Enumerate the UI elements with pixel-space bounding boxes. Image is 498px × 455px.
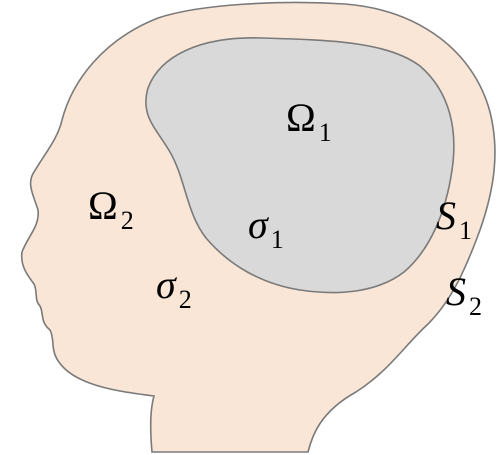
omega1-symbol: Ω bbox=[286, 95, 316, 140]
omega2-symbol: Ω bbox=[88, 183, 118, 228]
s2-symbol: S bbox=[446, 269, 466, 314]
s2-subscript: 2 bbox=[469, 292, 482, 321]
sigma2-symbol: σ bbox=[156, 262, 176, 307]
sigma1-subscript: 1 bbox=[270, 225, 284, 254]
s1-subscript: 1 bbox=[459, 216, 472, 245]
sigma1-symbol: σ bbox=[248, 202, 268, 247]
brain-outline bbox=[145, 37, 455, 294]
s1-symbol: S bbox=[436, 193, 456, 238]
omega1-subscript: 1 bbox=[318, 118, 332, 147]
omega2-subscript: 2 bbox=[120, 206, 134, 235]
sigma2-subscript: 2 bbox=[178, 285, 192, 314]
